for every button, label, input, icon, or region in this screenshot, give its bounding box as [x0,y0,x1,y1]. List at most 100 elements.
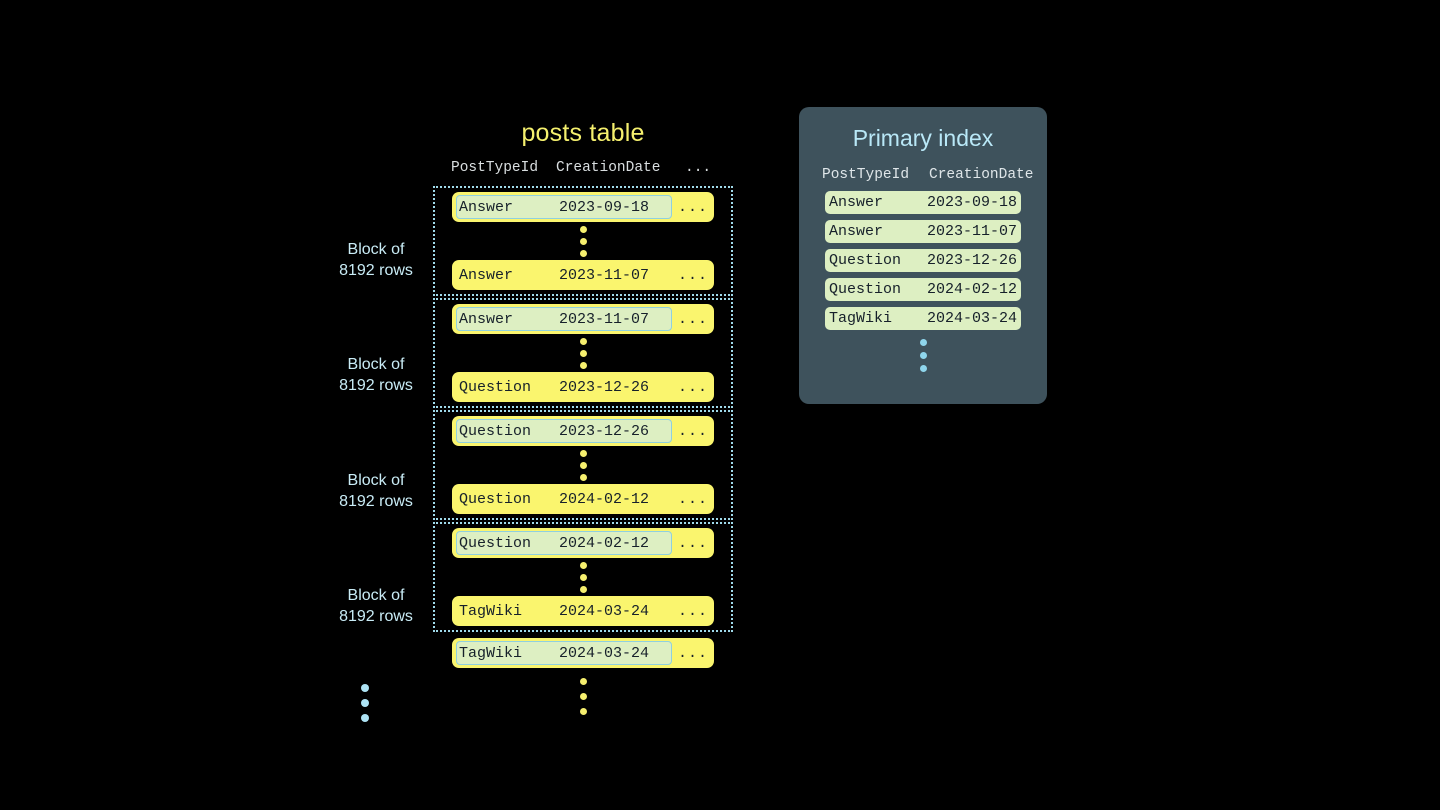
index-row[interactable]: Question 2023-12-26 [825,249,1021,272]
index-row-posttypeid: Question [829,252,902,269]
dot-icon [579,225,587,233]
dot-icon [579,237,587,245]
table-block: Question 2024-02-12 ... TagWiki 2024-03-… [433,522,733,632]
posts-table-column-headers: PostTypeId CreationDate ... [433,160,733,180]
row-creationdate: 2024-02-12 [559,534,650,552]
column-header-creationdate: CreationDate [556,160,661,176]
posts-table-section: posts table PostTypeId CreationDate ... … [433,118,733,720]
table-row[interactable]: Question 2023-12-26 ... [452,416,714,446]
table-row[interactable]: Answer 2023-11-07 ... [452,304,714,334]
index-row[interactable]: TagWiki 2024-03-24 [825,307,1021,330]
table-row[interactable]: Question 2024-02-12 ... [452,528,714,558]
row-ellipsis: ... [677,644,708,662]
row-posttypeid: TagWiki [459,644,523,662]
dot-icon [579,585,587,593]
index-row-posttypeid: Question [829,281,902,298]
row-key-highlight: Answer 2023-09-18 [456,195,672,219]
index-row-creationdate: 2024-03-24 [926,310,1017,327]
dot-icon [579,249,587,257]
row-key: TagWiki 2024-03-24 [456,599,672,623]
row-posttypeid: Question [459,534,532,552]
table-block: Answer 2023-11-07 ... Question 2023-12-2… [433,298,733,408]
dot-icon [579,337,587,345]
table-row[interactable]: TagWiki 2024-03-24 ... [452,638,714,668]
index-row[interactable]: Answer 2023-11-07 [825,220,1021,243]
index-row[interactable]: Answer 2023-09-18 [825,191,1021,214]
row-posttypeid: TagWiki [459,602,523,620]
row-ellipsis: ... [677,490,708,508]
row-creationdate: 2023-12-26 [559,378,650,396]
dot-icon [361,684,369,692]
row-ellipsis: ... [677,198,708,216]
dot-icon [579,349,587,357]
dot-icon [361,699,369,707]
table-row[interactable]: Question 2023-12-26 ... [452,372,714,402]
block-label-line1: Block of [347,587,405,604]
dot-icon [919,339,927,346]
primary-index-panel: Primary index PostTypeId CreationDate An… [799,107,1047,404]
row-key-highlight: TagWiki 2024-03-24 [456,641,672,665]
row-gap-dots-icon [435,558,731,596]
index-row-posttypeid: Answer [829,194,884,211]
row-posttypeid: Answer [459,198,514,216]
block-label-line2: 8192 rows [339,262,413,279]
row-ellipsis: ... [677,310,708,328]
dot-icon [579,677,587,685]
row-creationdate: 2023-11-07 [559,310,650,328]
table-row[interactable]: Question 2024-02-12 ... [452,484,714,514]
table-continuation-dots-icon [433,672,733,720]
dot-icon [579,561,587,569]
dot-icon [579,707,587,715]
row-gap-dots-icon [435,446,731,484]
row-key: Question 2024-02-12 [456,487,672,511]
row-creationdate: 2023-09-18 [559,198,650,216]
row-key-highlight: Question 2023-12-26 [456,419,672,443]
dot-icon [919,365,927,372]
row-posttypeid: Answer [459,310,514,328]
block-label: Block of 8192 rows [316,354,436,396]
dot-icon [579,461,587,469]
blocks-continuation-dots-icon [361,684,369,722]
index-row-posttypeid: TagWiki [829,310,893,327]
row-key: Question 2023-12-26 [456,375,672,399]
row-creationdate: 2023-11-07 [559,266,650,284]
column-header-ellipsis: ... [685,160,712,176]
row-key: Answer 2023-11-07 [456,263,672,287]
index-row-posttypeid: Answer [829,223,884,240]
trailing-row-wrapper: TagWiki 2024-03-24 ... [433,638,733,720]
row-posttypeid: Answer [459,266,514,284]
table-row[interactable]: TagWiki 2024-03-24 ... [452,596,714,626]
row-key-highlight: Question 2024-02-12 [456,531,672,555]
primary-index-rows: Answer 2023-09-18 Answer 2023-11-07 Ques… [799,191,1047,330]
column-header-posttypeid: PostTypeId [822,167,910,183]
index-continuation-dots-icon [799,339,1047,372]
block-label-line1: Block of [347,356,405,373]
column-header-posttypeid: PostTypeId [451,160,539,176]
dot-icon [579,361,587,369]
row-gap-dots-icon [435,222,731,260]
index-row-creationdate: 2023-12-26 [926,252,1017,269]
row-creationdate: 2024-03-24 [559,602,650,620]
index-row[interactable]: Question 2024-02-12 [825,278,1021,301]
table-row[interactable]: Answer 2023-09-18 ... [452,192,714,222]
block-label-line1: Block of [347,241,405,258]
row-creationdate: 2024-02-12 [559,490,650,508]
block-label-line1: Block of [347,472,405,489]
table-row[interactable]: Answer 2023-11-07 ... [452,260,714,290]
row-posttypeid: Question [459,490,532,508]
block-label-line2: 8192 rows [339,608,413,625]
posts-table-title: posts table [521,119,645,147]
block-label-line2: 8192 rows [339,493,413,510]
primary-index-title: Primary index [852,125,994,151]
row-gap-dots-icon [435,334,731,372]
table-block: Question 2023-12-26 ... Question 2024-02… [433,410,733,520]
block-label: Block of 8192 rows [316,585,436,627]
row-creationdate: 2024-03-24 [559,644,650,662]
index-row-creationdate: 2023-09-18 [926,194,1017,211]
row-ellipsis: ... [677,266,708,284]
row-ellipsis: ... [677,602,708,620]
primary-index-column-headers: PostTypeId CreationDate [799,167,1047,183]
table-block: Answer 2023-09-18 ... Answer 2023-11-07 … [433,186,733,296]
index-row-creationdate: 2023-11-07 [926,223,1017,240]
row-posttypeid: Question [459,378,532,396]
